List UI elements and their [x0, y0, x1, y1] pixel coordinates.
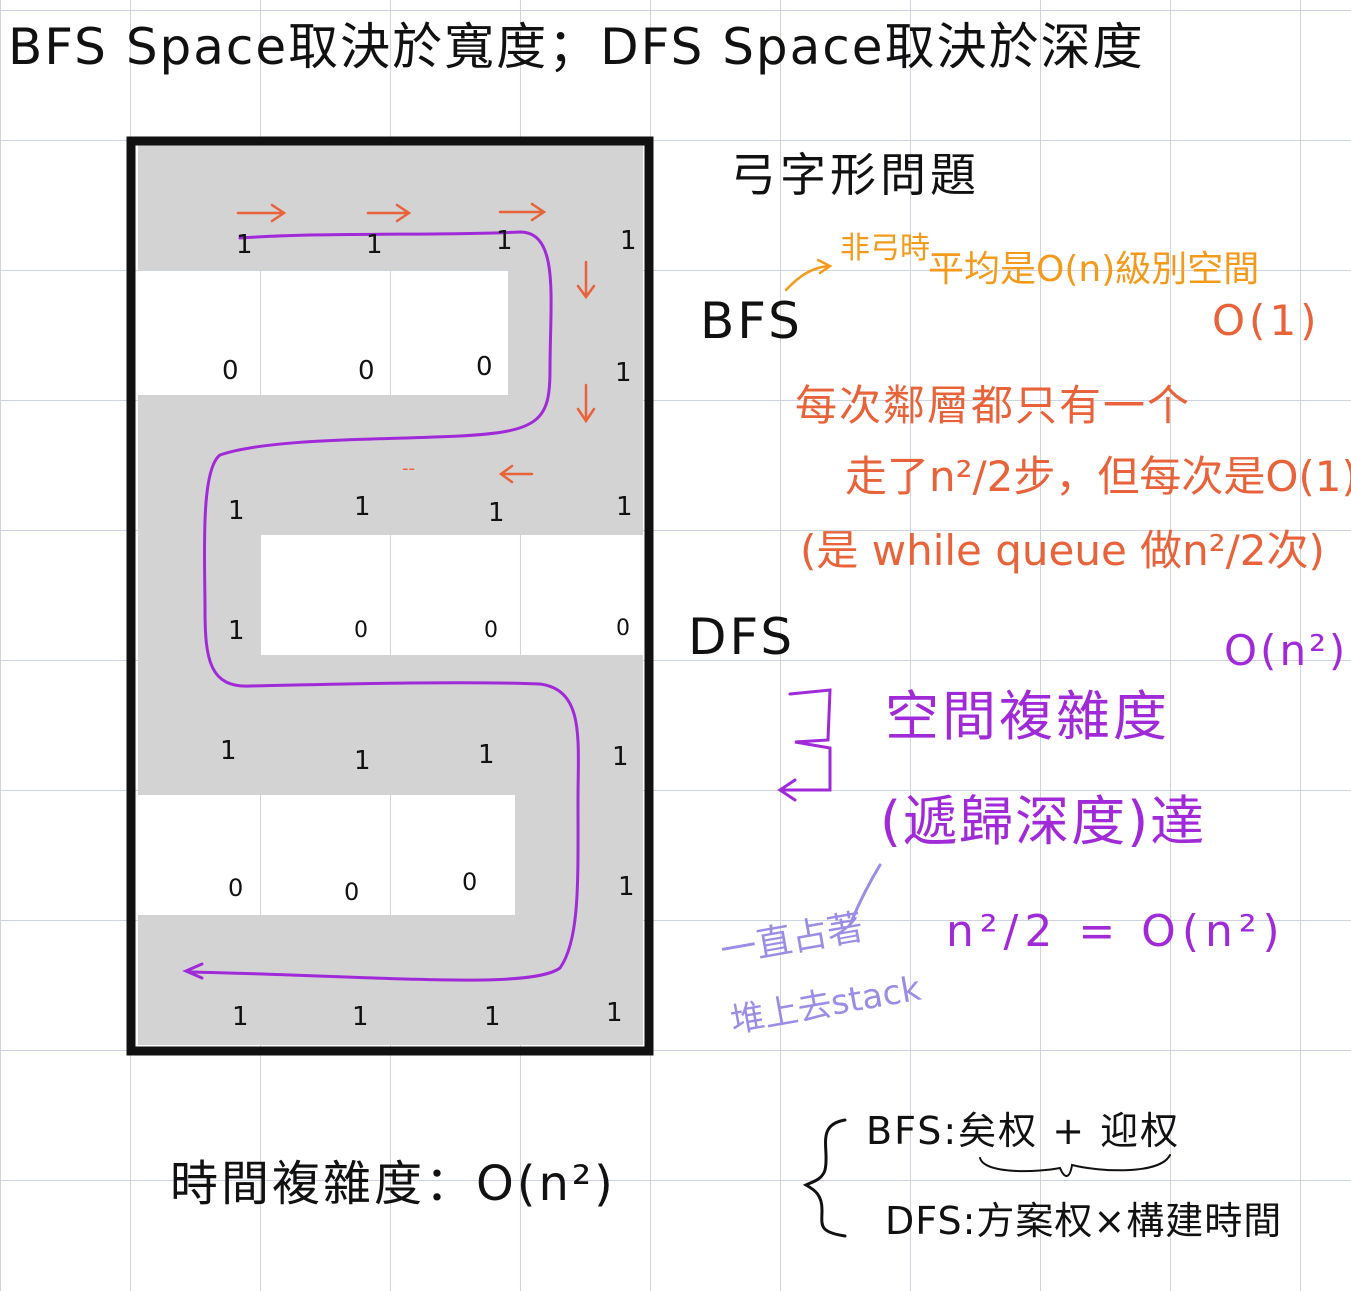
- cell-r5c2: 1: [354, 746, 371, 776]
- page-title: BFS Space取決於寬度；DFS Space取決於深度: [8, 18, 1145, 76]
- bfs-note-line2: 平均是O(n)級別空間: [928, 249, 1260, 290]
- cell-r3c4: 1: [616, 492, 633, 522]
- dfs-side-note-tick: [848, 863, 882, 927]
- bfs-label: BFS: [700, 292, 803, 350]
- cell-r7c1: 1: [232, 1002, 249, 1032]
- cell-r6c1: 0: [228, 874, 244, 902]
- cell-r4c1: 1: [228, 616, 245, 646]
- cell-r6c2: 0: [344, 878, 360, 906]
- gray-snake-path: [138, 145, 643, 1045]
- cell-r1c4: 1: [620, 226, 637, 256]
- bfs-note-arrow: [784, 258, 833, 292]
- cell-r1c2: 1: [366, 230, 383, 260]
- cell-r5c4: 1: [612, 742, 629, 772]
- cell-r3c2: 1: [354, 492, 371, 522]
- arrow-right-2: [366, 203, 412, 223]
- path-end-arrowhead: [182, 962, 204, 980]
- bfs-explain-line3: (是 while queue 做n²/2次): [800, 526, 1325, 575]
- cell-r7c4: 1: [606, 998, 623, 1028]
- arrow-right-1: [236, 203, 287, 223]
- dfs-complexity: O(n²): [1224, 626, 1349, 675]
- cell-r7c2: 1: [352, 1002, 369, 1032]
- cell-r4c2: 0: [354, 618, 368, 643]
- arrow-down-2: [576, 383, 596, 424]
- arrow-right-3: [498, 202, 547, 222]
- cell-r2c2: 0: [358, 356, 375, 386]
- cell-r7c3: 1: [484, 1002, 501, 1032]
- cell-r4c3: 0: [484, 618, 498, 643]
- bfs-direction-arrows: [236, 202, 596, 484]
- dfs-traversal-path: [188, 230, 580, 982]
- grid-border: [126, 136, 654, 1056]
- cell-r6c4: 1: [618, 872, 635, 902]
- arrow-down-1: [576, 260, 596, 300]
- cell-r1c1: 1: [236, 230, 253, 260]
- dfs-explain-line2: (遞歸深度)達: [880, 790, 1207, 853]
- cell-r4c4: 0: [616, 616, 630, 641]
- dots-mark: --: [402, 458, 415, 479]
- bfs-note-line1: 非弓時: [840, 231, 930, 266]
- dfs-label: DFS: [688, 608, 796, 666]
- problem-heading: 弓字形問題: [730, 148, 980, 202]
- time-complexity-label: 時間複雜度：O(n²): [170, 1156, 616, 1212]
- cell-r3c3: 1: [488, 498, 505, 528]
- brace-arrow: [777, 688, 832, 802]
- time-brace: [802, 1118, 1171, 1238]
- bfs-explain-line1: 每次鄰層都只有一个: [795, 381, 1192, 430]
- bfs-complexity: O(1): [1212, 296, 1321, 345]
- time-bfs-line: BFS:矣权 + 迎权: [866, 1109, 1181, 1153]
- arrow-left-1: [498, 464, 534, 484]
- bfs-explain-line2: 走了n²/2步，但每次是O(1): [845, 452, 1351, 501]
- cell-r5c3: 1: [478, 740, 495, 770]
- cell-r5c1: 1: [220, 736, 237, 766]
- cell-r3c1: 1: [228, 496, 245, 526]
- dfs-formula: n²/2 = O(n²): [946, 906, 1286, 957]
- cell-r2c4: 1: [615, 358, 632, 388]
- cell-r6c3: 0: [462, 868, 478, 896]
- dfs-explain-line1: 空間複雜度: [885, 685, 1170, 748]
- cell-r1c3: 1: [496, 226, 513, 256]
- time-dfs-line: DFS:方案权×構建時間: [885, 1199, 1283, 1243]
- cell-r2c1: 0: [222, 356, 239, 386]
- cell-r2c3: 0: [476, 352, 493, 382]
- path-row-7: [138, 915, 643, 1045]
